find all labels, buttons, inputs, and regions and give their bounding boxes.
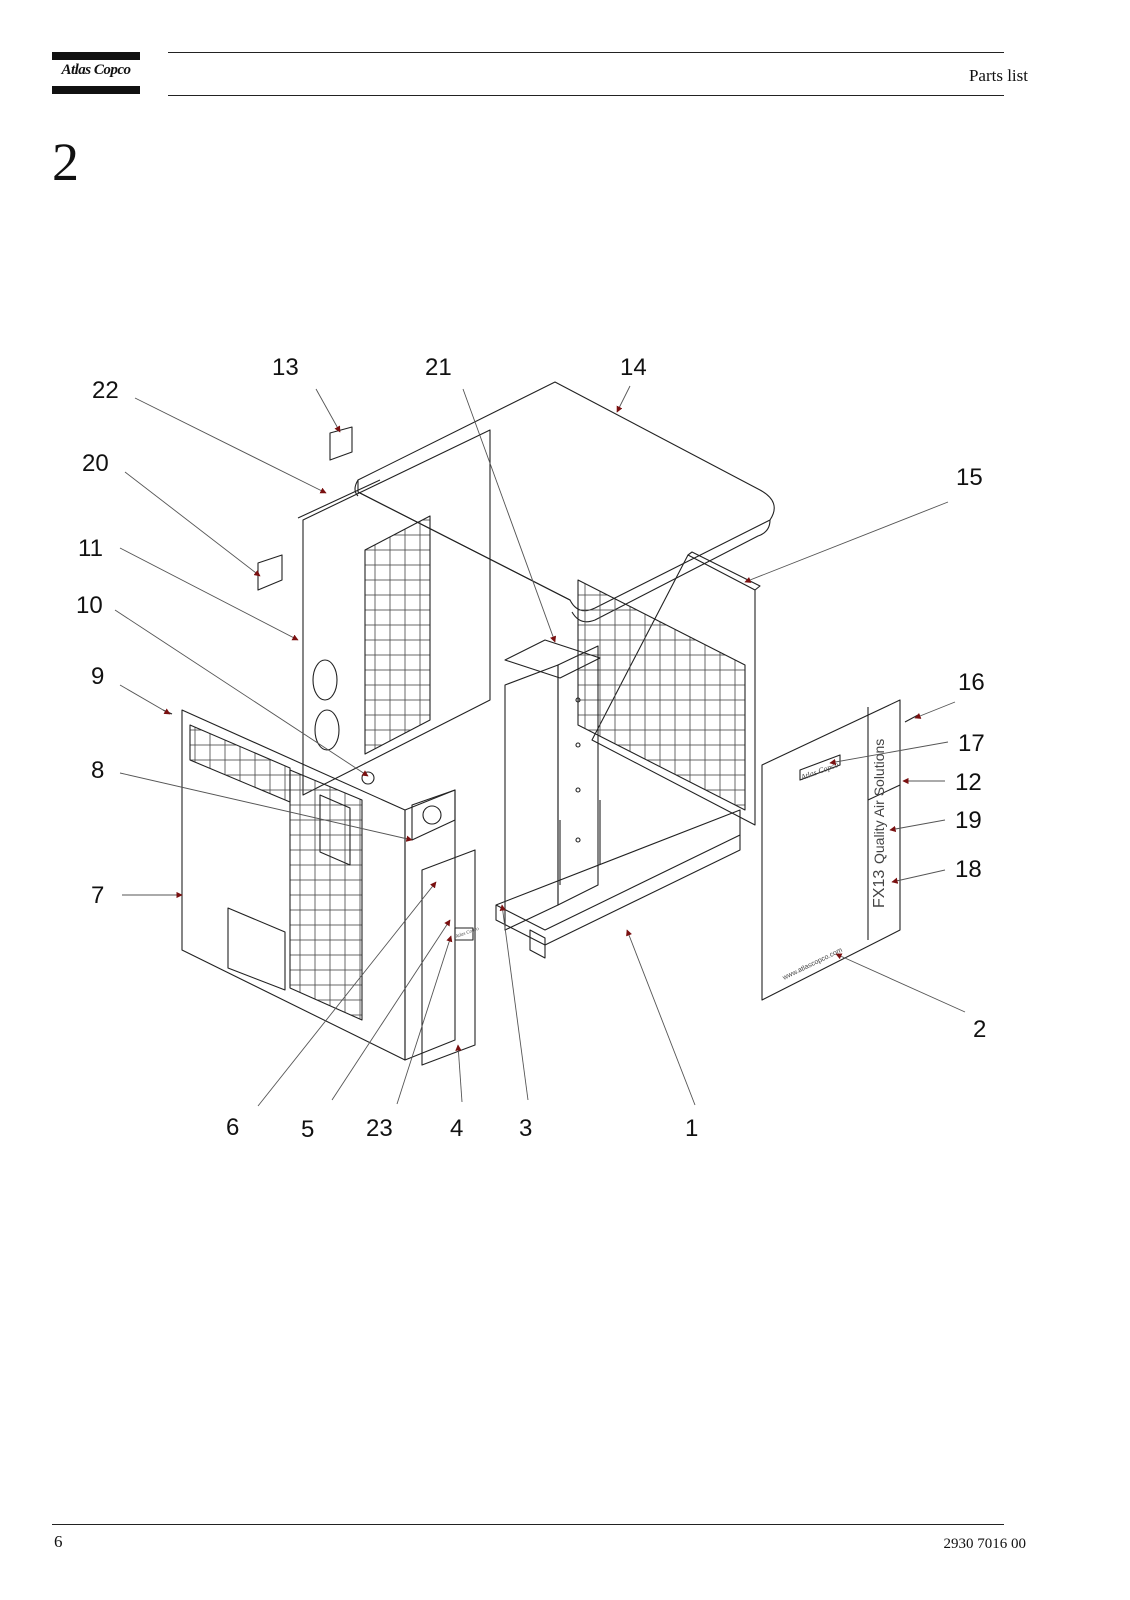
grommet-10 [361, 771, 375, 785]
logo-bar-bottom [52, 86, 140, 94]
callout-17: 17 [958, 730, 985, 757]
callout-10: 10 [76, 592, 103, 619]
panel-slogan-text: Quality Air Solutions [871, 739, 887, 864]
callout-19: 19 [955, 807, 982, 834]
footer-rule [52, 1524, 1004, 1525]
document-number: 2930 7016 00 [943, 1536, 1027, 1552]
callout-12: 12 [955, 769, 982, 796]
callout-6: 6 [226, 1114, 239, 1141]
small-label-13 [329, 426, 353, 461]
callout-14: 14 [620, 354, 647, 381]
right-side-panel [761, 699, 901, 1001]
callout-4: 4 [450, 1115, 463, 1142]
callout-7: 7 [91, 882, 104, 909]
front-panel [181, 709, 406, 1061]
base-frame [495, 800, 741, 959]
callout-8: 8 [91, 757, 104, 784]
callout-16: 16 [958, 669, 985, 696]
callout-23: 23 [366, 1115, 393, 1142]
callout-18: 18 [955, 856, 982, 883]
panel-url-text: www.atlascopco.com [781, 947, 844, 982]
callout-1: 1 [685, 1115, 698, 1142]
top-strip-22 [297, 479, 381, 519]
callout-21: 21 [425, 354, 452, 381]
side-strip [404, 789, 456, 1061]
header-rule-top [168, 52, 1004, 53]
callout-11: 11 [78, 535, 103, 562]
callout-5: 5 [301, 1116, 314, 1143]
callout-labels: 22 13 21 14 20 15 11 10 9 16 17 8 12 19 … [76, 354, 986, 1143]
section-number: 2 [52, 132, 79, 192]
door-plate-logo-text: Atlas Copco [454, 927, 480, 941]
header-title: Parts list [968, 66, 1028, 85]
page-number: 6 [54, 1532, 63, 1551]
front-door-panel [421, 849, 476, 1066]
callout-3: 3 [519, 1115, 532, 1142]
callout-15: 15 [956, 464, 983, 491]
callout-22: 22 [92, 377, 119, 404]
logo-brand-text: Atlas Copco [61, 62, 131, 78]
screw-16 [904, 714, 919, 723]
callout-20: 20 [82, 450, 109, 477]
callout-9: 9 [91, 663, 104, 690]
callout-2: 2 [973, 1016, 986, 1043]
callout-13: 13 [272, 354, 299, 381]
label-plate [504, 639, 601, 679]
leader-lines [114, 385, 966, 1107]
atlas-copco-logo: Atlas Copco [52, 52, 140, 94]
exploded-parts-diagram: FX13 Quality Air Solutions www.atlascopc… [76, 354, 986, 1143]
panel-model-text: FX13 [871, 870, 888, 908]
small-label-20 [257, 554, 283, 591]
logo-bar-top [52, 52, 140, 60]
header-rule-bottom [168, 95, 1004, 96]
back-right-panel [577, 551, 761, 826]
back-left-panel [302, 429, 491, 796]
